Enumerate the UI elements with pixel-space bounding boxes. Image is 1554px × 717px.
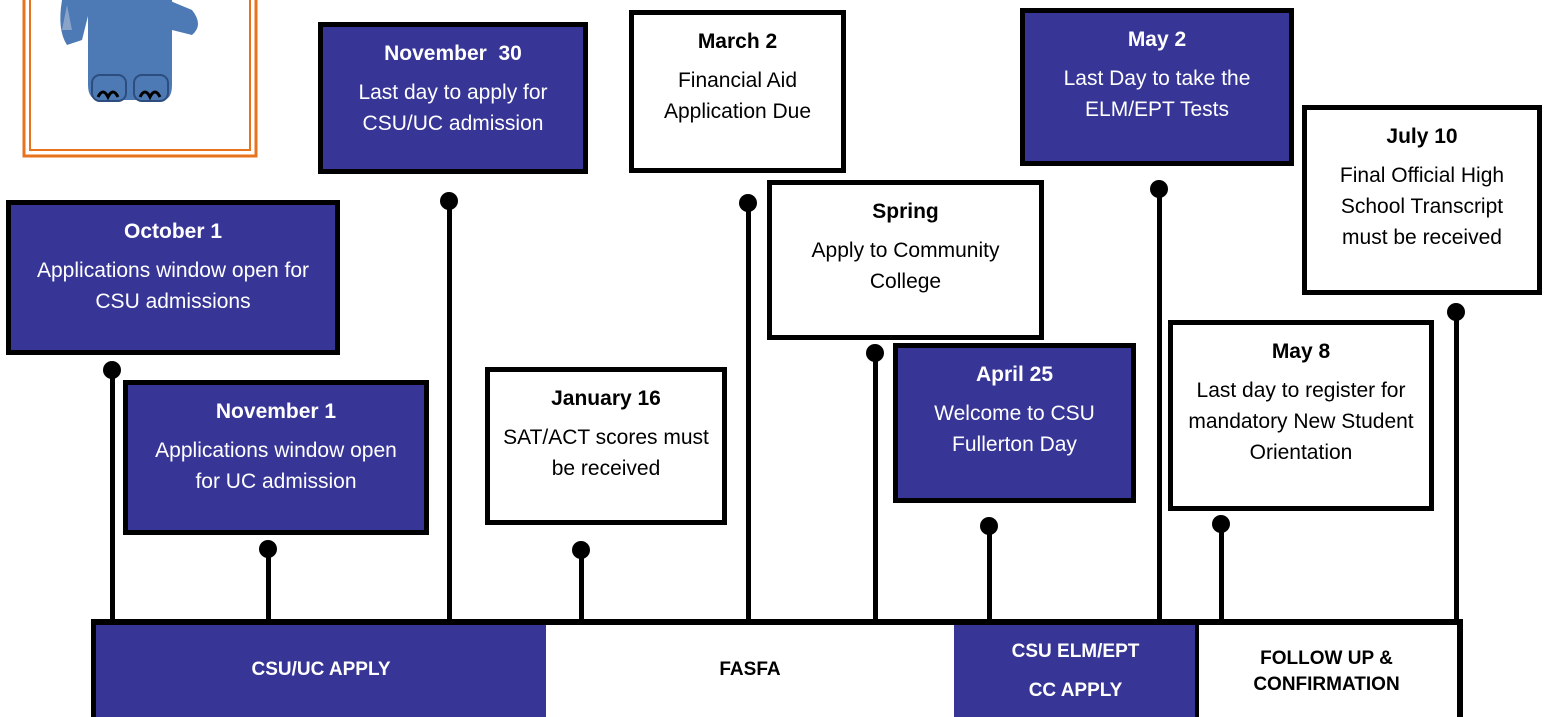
stem-nov30	[447, 200, 452, 622]
event-date: January 16	[551, 387, 661, 410]
pin-mar2	[739, 194, 757, 212]
event-date: May 2	[1127, 28, 1187, 51]
pin-jan16	[572, 541, 590, 559]
event-text: Financial Aid Application Due	[663, 69, 812, 123]
event-text: Final Official High School Transcript mu…	[1339, 164, 1505, 249]
event-text: SAT/ACT scores must be received	[503, 426, 709, 480]
event-box-spring: Spring Apply to Community College	[767, 180, 1044, 340]
phase-bar-top-border	[91, 619, 1463, 625]
pin-jul10	[1447, 303, 1465, 321]
event-date: November 1	[215, 400, 337, 423]
pin-apr25	[980, 517, 998, 535]
pin-may8	[1212, 515, 1230, 533]
event-date: July 10	[1386, 125, 1458, 148]
stem-nov1	[266, 548, 271, 622]
phase-bar-left-border	[91, 619, 96, 717]
event-date: May 8	[1271, 340, 1331, 363]
phase-label: FASFA	[719, 658, 781, 680]
pin-oct1	[103, 361, 121, 379]
event-text: Last day to apply for CSU/UC admission	[358, 81, 548, 135]
event-text: Last day to register for mandatory New S…	[1188, 379, 1414, 464]
phase-fasfa: FASFA	[546, 622, 954, 717]
phase-label-line2: CC APPLY	[1028, 680, 1123, 702]
pin-may2	[1150, 180, 1168, 198]
event-date: November 30	[384, 42, 522, 65]
phase-bar-right-border	[1457, 619, 1463, 717]
phase-csu-elm-ept-cc-apply: CSU ELM/EPT CC APPLY	[954, 622, 1197, 717]
phase-label-line1: FOLLOW UP &	[1260, 647, 1393, 669]
phase-follow-up-confirmation: FOLLOW UP & CONFIRMATION	[1197, 622, 1456, 717]
event-box-nov30: November 30 Last day to apply for CSU/UC…	[318, 22, 588, 174]
event-box-nov1: November 1 Applications window open for …	[123, 380, 429, 535]
event-box-mar2: March 2 Financial Aid Application Due	[629, 10, 846, 173]
stem-jul10	[1454, 311, 1459, 622]
event-date: March 2	[697, 30, 778, 53]
event-text: Apply to Community College	[811, 239, 1000, 293]
event-box-apr25: April 25 Welcome to CSU Fullerton Day	[893, 343, 1136, 503]
elephant-mascot-icon	[22, 0, 258, 158]
event-date: April 25	[975, 363, 1054, 386]
event-box-oct1: October 1 Applications window open for C…	[6, 200, 340, 355]
event-date: Spring	[872, 200, 939, 223]
stem-apr25	[987, 525, 992, 622]
stem-may2	[1157, 188, 1162, 622]
event-text: Applications window open for CSU admissi…	[37, 259, 309, 313]
pin-nov1	[259, 540, 277, 558]
stem-jan16	[579, 549, 584, 622]
event-text: Last Day to take the ELM/EPT Tests	[1063, 67, 1251, 121]
stem-mar2	[746, 202, 751, 622]
phase-label-line2: CONFIRMATION	[1253, 673, 1400, 695]
stem-oct1	[110, 369, 115, 622]
stem-may8	[1219, 523, 1224, 622]
event-box-jan16: January 16 SAT/ACT scores must be receiv…	[485, 367, 727, 525]
event-text: Welcome to CSU Fullerton Day	[934, 402, 1095, 456]
phase-divider	[1195, 619, 1199, 717]
pin-nov30	[440, 192, 458, 210]
phase-label: CSU/UC APPLY	[251, 658, 391, 680]
stem-spring	[873, 352, 878, 622]
event-date: October 1	[123, 220, 223, 243]
event-text: Applications window open for UC admissio…	[155, 439, 397, 493]
event-box-jul10: July 10 Final Official High School Trans…	[1302, 105, 1542, 295]
event-box-may2: May 2 Last Day to take the ELM/EPT Tests	[1020, 8, 1294, 166]
phase-csu-uc-apply: CSU/UC APPLY	[96, 622, 546, 717]
pin-spring	[866, 344, 884, 362]
phase-label-line1: CSU ELM/EPT	[1011, 640, 1140, 662]
event-box-may8: May 8 Last day to register for mandatory…	[1168, 320, 1434, 511]
